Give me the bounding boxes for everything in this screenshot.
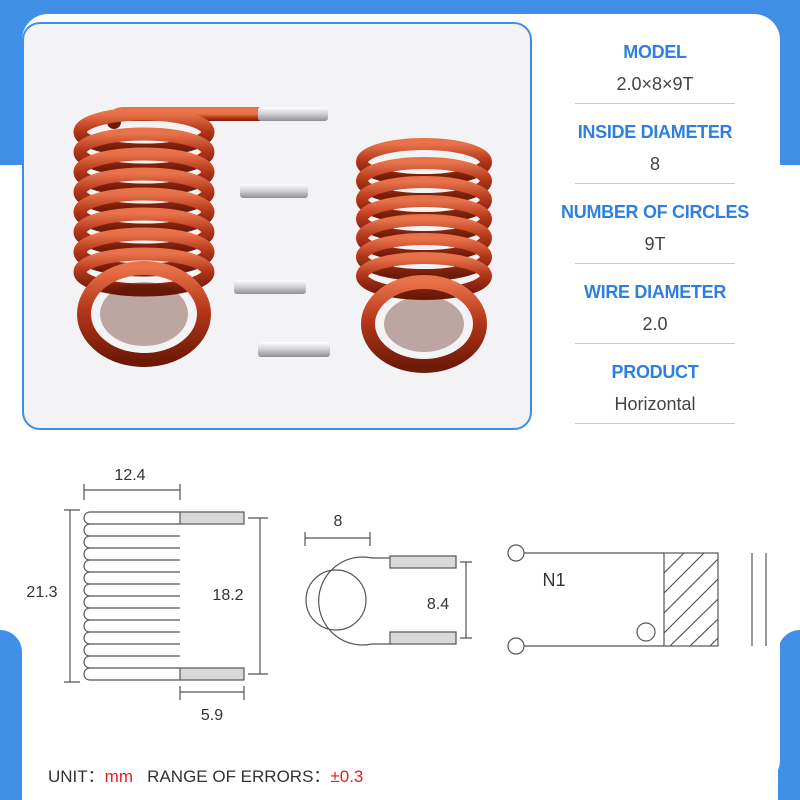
left-coil — [73, 107, 330, 367]
right-coil — [234, 138, 492, 373]
divider — [575, 183, 735, 184]
spec-number-of-circles: NUMBER OF CIRCLES 9T — [561, 192, 749, 272]
spec-value: 2.0×8×9T — [616, 74, 694, 94]
spec-table: MODEL 2.0×8×9T INSIDE DIAMETER 8 NUMBER … — [561, 32, 749, 432]
corner-decoration — [778, 630, 800, 800]
technical-drawing: 12.4 21.3 18.2 5.9 8 8.4 N1 — [26, 467, 767, 724]
dim-lead-spacing: 8.4 — [427, 596, 449, 613]
dim-lead-length: 5.9 — [201, 707, 223, 724]
divider — [575, 263, 735, 264]
error-value: ±0.3 — [330, 767, 364, 786]
spec-inside-diameter: INSIDE DIAMETER 8 — [575, 112, 735, 192]
spec-product: PRODUCT Horizontal — [575, 352, 735, 432]
dim-total-height: 21.3 — [26, 584, 57, 601]
dim-inside-diameter: 8 — [334, 513, 343, 530]
divider — [575, 103, 735, 104]
top-accent-bar — [0, 0, 800, 18]
inductor-illustration — [73, 107, 492, 373]
divider — [575, 343, 735, 344]
spec-label: MODEL — [623, 42, 687, 62]
schematic — [507, 544, 767, 655]
spec-label: WIRE DIAMETER — [583, 282, 727, 302]
spec-label: INSIDE DIAMETER — [577, 122, 733, 142]
footer-note: UNIT：mm RANGE OF ERRORS：±0.3 — [48, 762, 363, 787]
product-photo — [22, 22, 532, 430]
spec-model: MODEL 2.0×8×9T — [575, 32, 735, 112]
spec-value: 2.0 — [642, 314, 668, 334]
top-view — [305, 555, 457, 646]
unit-label: UNIT： — [48, 767, 105, 786]
dim-lead-span: 18.2 — [212, 587, 243, 604]
spec-wire-diameter: WIRE DIAMETER 2.0 — [575, 272, 735, 352]
unit-value: mm — [104, 767, 133, 786]
spec-value: 9T — [644, 234, 666, 254]
divider — [575, 423, 735, 424]
corner-decoration — [0, 630, 22, 800]
spec-label: PRODUCT — [611, 362, 699, 382]
winding-label: N1 — [542, 570, 565, 590]
spec-value: 8 — [649, 154, 660, 174]
side-view — [83, 511, 245, 681]
spec-label: NUMBER OF CIRCLES — [561, 202, 749, 222]
spec-value: Horizontal — [614, 394, 696, 414]
dim-coil-length: 12.4 — [114, 467, 145, 484]
error-label: RANGE OF ERRORS： — [147, 767, 331, 786]
